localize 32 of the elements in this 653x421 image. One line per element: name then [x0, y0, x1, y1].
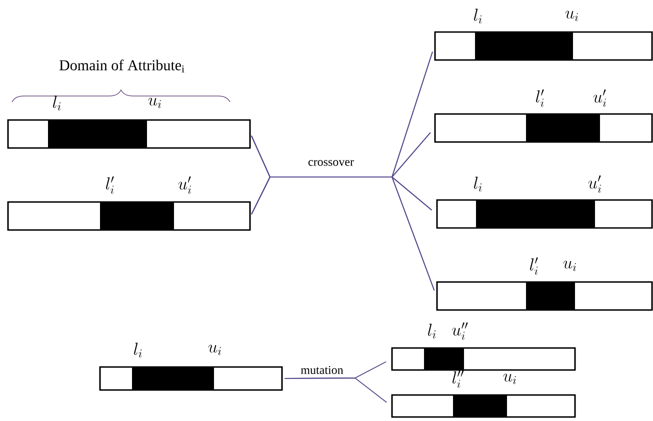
node-label: $u'_i$	[593, 89, 606, 107]
node-label: $u_i$	[565, 10, 578, 22]
chromosome-bar: $l''_i$ $u_i$	[391, 370, 576, 418]
node-label: $u'_i$	[178, 176, 191, 194]
chromosome-bar: $l_i$ $u_i$	[7, 96, 251, 149]
node-label: $l_i$	[134, 342, 142, 358]
connector-line	[284, 378, 388, 403]
node-label: $l_i$	[474, 8, 482, 24]
chromosome-bar: $l_i$ $u_i$	[434, 8, 653, 61]
node-label: $u_i$	[503, 374, 516, 384]
node-label: $u''_i$	[452, 322, 468, 340]
node-label: $u_i$	[563, 260, 576, 272]
chromosome-bar: $l'_i$ $u_i$	[436, 257, 653, 311]
chromosome-bar: $l_i$ $u''_i$	[391, 322, 576, 371]
node-label: $l_i$	[53, 96, 61, 110]
chromosome-bar: $l'_i$ $u'_i$	[434, 89, 653, 143]
node-label: $l'_i$	[530, 257, 538, 275]
node-label: $u_i$	[148, 98, 161, 108]
node-label: $l_i$	[474, 176, 482, 192]
annotation-text: Domain of Attribute$_{i}$	[60, 60, 184, 72]
chromosome-bar: $l_i$ $u'_i$	[436, 175, 653, 229]
edge-label: mutation	[300, 364, 344, 376]
connector-line	[251, 176, 435, 291]
edge-label: crossover	[307, 159, 355, 167]
chromosome-bar: $l_i$ $u_i$	[99, 342, 283, 391]
node-label: $l''_i$	[452, 370, 464, 388]
node-label: $l_i$	[428, 324, 436, 338]
node-label: $u_i$	[208, 344, 221, 356]
node-label: $u'_i$	[588, 175, 601, 193]
node-label: $l'_i$	[106, 176, 114, 194]
node-label: $l'_i$	[536, 89, 544, 107]
chromosome-bar: $l'_i$ $u'_i$	[7, 176, 251, 231]
